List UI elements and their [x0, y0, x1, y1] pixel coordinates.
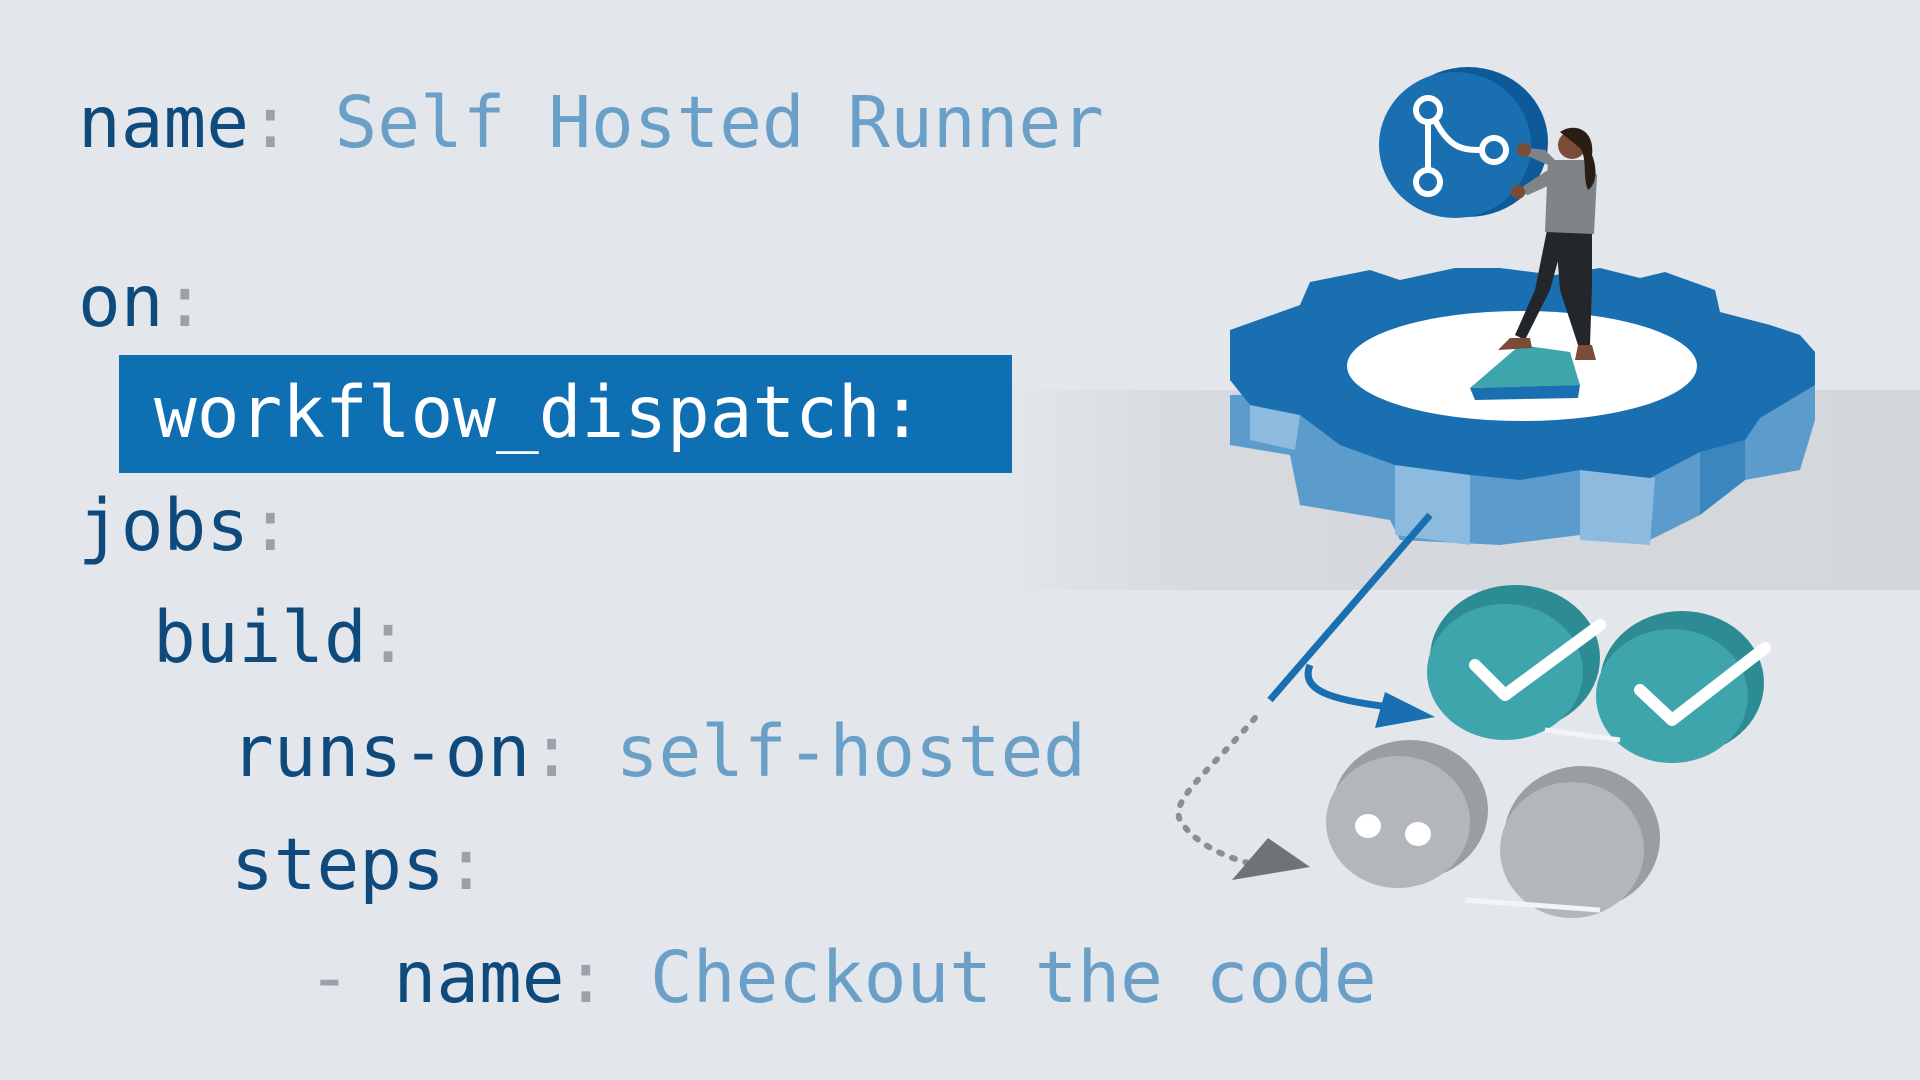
- code-line-workflow-dispatch: workflow_dispatch:: [154, 371, 924, 454]
- person-figure: [1470, 127, 1597, 400]
- code-dash: -: [308, 936, 394, 1019]
- arrow-head-icon: [1232, 838, 1310, 880]
- code-key: runs-on: [231, 710, 531, 793]
- gear-icon: [1230, 268, 1815, 545]
- code-colon: :: [163, 260, 207, 343]
- code-line-runs-on: runs-on: self-hosted: [231, 716, 1086, 787]
- code-key: name: [393, 936, 565, 1019]
- git-branch-icon: [1379, 67, 1548, 218]
- success-arrow: [1304, 663, 1391, 711]
- code-key: on: [78, 260, 164, 343]
- code-line-name: name: Self Hosted Runner: [78, 87, 1104, 158]
- check-icon: [1596, 611, 1771, 763]
- code-value: self-hosted: [572, 710, 1086, 793]
- code-line-steps: steps:: [231, 829, 487, 900]
- code-key: build: [153, 596, 367, 679]
- code-colon: :: [248, 484, 292, 567]
- code-colon: :: [564, 936, 608, 1019]
- code-key: jobs: [78, 484, 249, 567]
- code-colon: :: [366, 596, 410, 679]
- pending-icon: [1500, 766, 1660, 918]
- arrow-head-icon: [1375, 692, 1435, 728]
- check-icon: [1427, 585, 1606, 740]
- code-colon: :: [444, 823, 488, 906]
- code-key: name: [78, 81, 249, 164]
- code-value: Self Hosted Runner: [291, 81, 1104, 164]
- pending-icon: [1326, 740, 1488, 888]
- code-line-step-name: - name: Checkout the code: [308, 942, 1377, 1013]
- dotted-failure-path: [1175, 715, 1265, 869]
- code-key: steps: [231, 823, 445, 906]
- code-colon: :: [530, 710, 573, 793]
- code-colon: :: [248, 81, 292, 164]
- connector-line: [1267, 512, 1433, 703]
- highlight-box: [119, 355, 1012, 473]
- motion-line: [1544, 727, 1621, 743]
- code-line-build: build:: [153, 602, 409, 673]
- code-value: Checkout the code: [607, 936, 1377, 1019]
- code-line-jobs: jobs:: [78, 490, 292, 561]
- motion-line: [1464, 897, 1601, 913]
- code-line-on: on:: [78, 266, 206, 337]
